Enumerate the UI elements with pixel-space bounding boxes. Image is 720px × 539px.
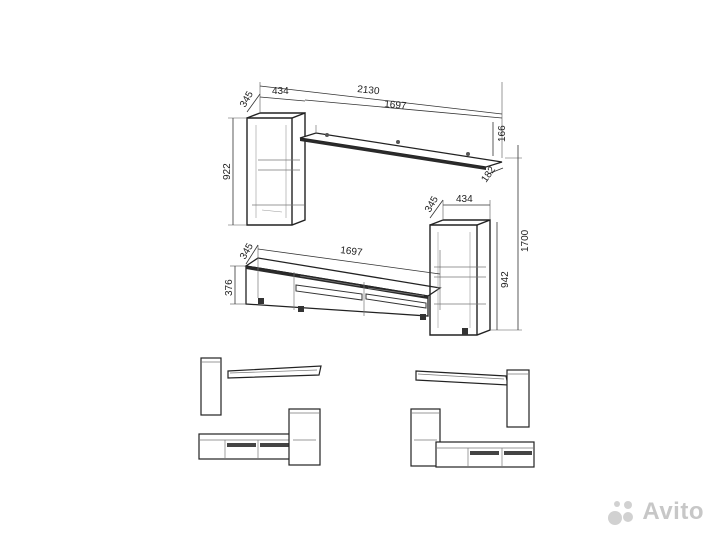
tv-stand (244, 257, 442, 320)
shelf-width-label: 1697 (384, 99, 408, 112)
tall-cabinet-depth-label: 345 (423, 194, 441, 214)
tall-cabinet (429, 218, 491, 336)
upper-wall-cabinet (246, 111, 306, 226)
avito-logo-icon (608, 501, 634, 525)
dimension-lines (228, 82, 522, 331)
layout-variant-left (198, 357, 322, 466)
upper-depth-label: 345 (238, 89, 256, 109)
upper-cabinet-width-label: 434 (272, 86, 289, 97)
tv-stand-height-label: 376 (224, 279, 235, 296)
tall-cabinet-height-label: 942 (500, 271, 511, 288)
total-width-label: 2130 (357, 84, 381, 97)
overall-height-label: 1700 (520, 229, 531, 252)
upper-cabinet-height-label: 922 (222, 163, 233, 180)
avito-watermark: Avito (606, 497, 704, 527)
tv-stand-width-label: 1697 (340, 245, 364, 259)
shelf-height-label: 166 (497, 125, 508, 142)
wall-shelf (299, 125, 503, 170)
tall-cabinet-width-label: 434 (456, 194, 473, 205)
lower-depth-label: 345 (238, 241, 256, 261)
avito-brand-text: Avito (642, 498, 704, 525)
layout-variant-right (410, 369, 535, 468)
